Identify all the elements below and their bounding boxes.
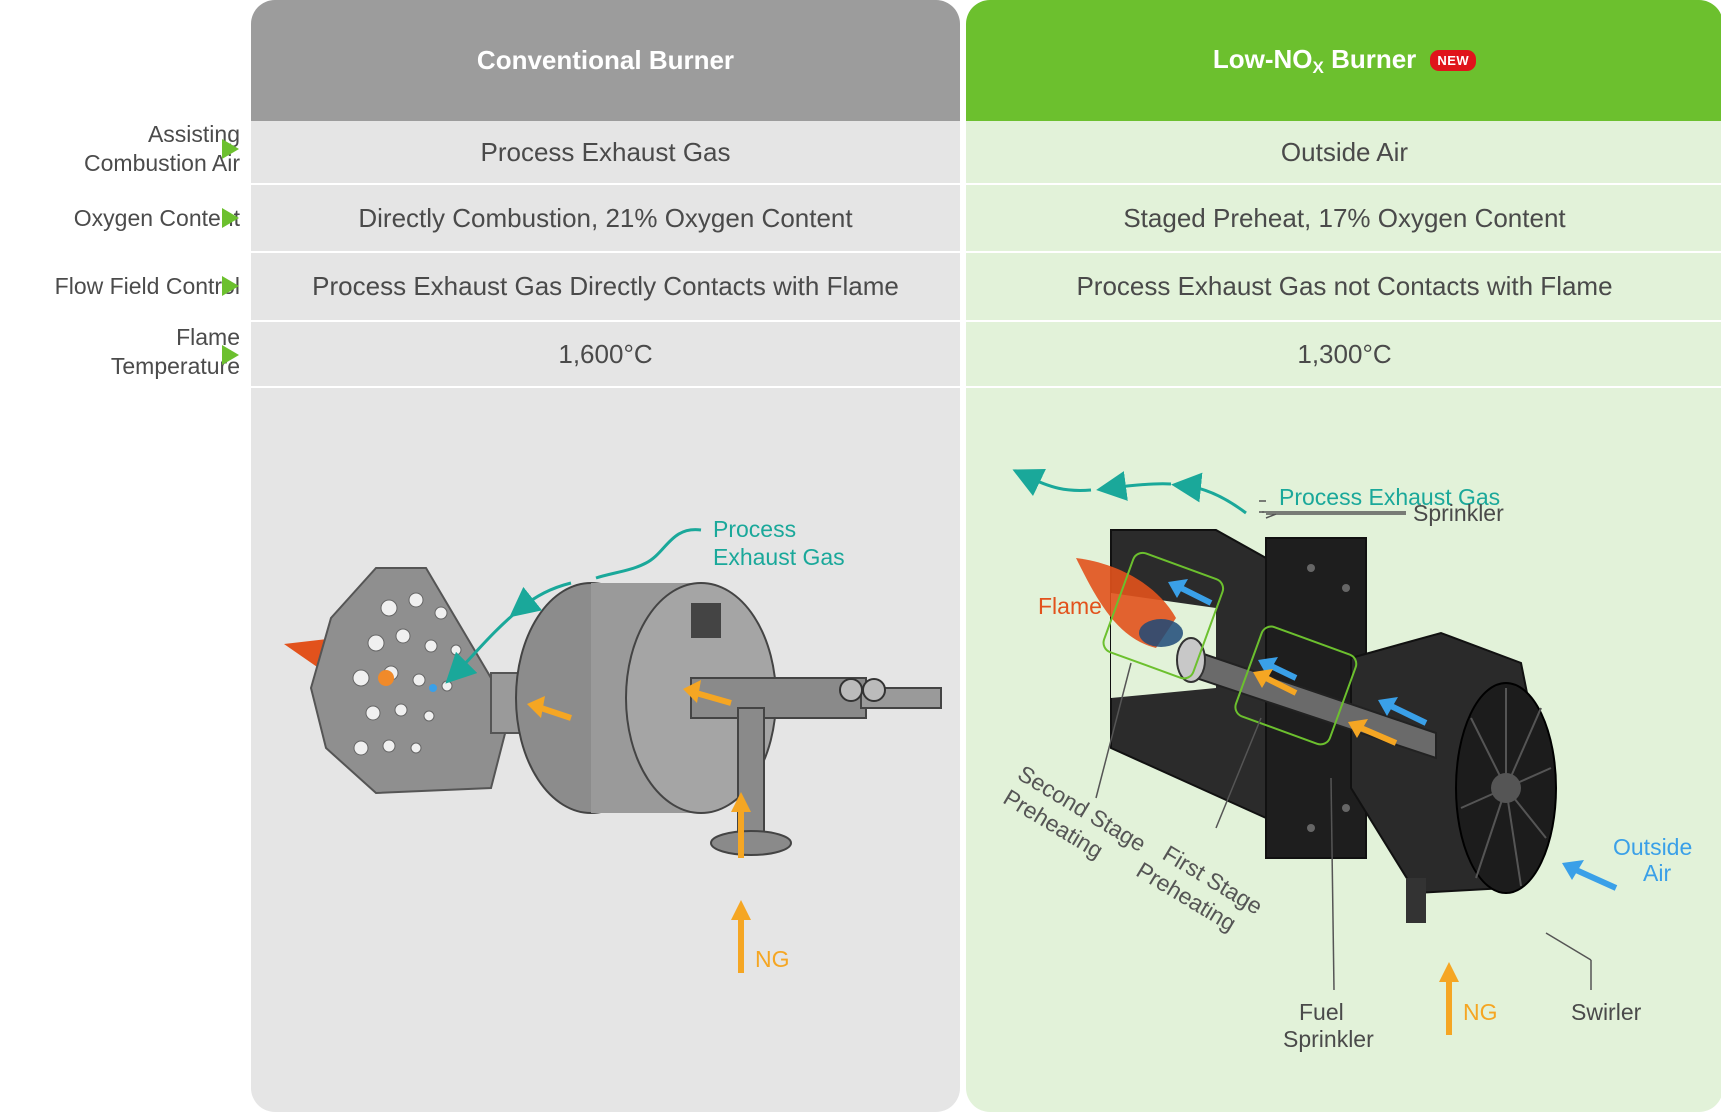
row-arrow-icon (222, 208, 239, 228)
row-label-oxygen: Oxygen Content (73, 204, 240, 231)
row-arrow-icon (222, 345, 239, 365)
conventional-burner-diagram: Process Exhaust Gas NG (284, 516, 942, 973)
row-arrow-icon (222, 276, 239, 296)
lownox-assisting-air: Outside Air (1280, 136, 1409, 167)
fuel-sprinkler-label-2: Sprinkler (1283, 1026, 1374, 1052)
fuel-sprinkler-label-1: Fuel (1299, 999, 1344, 1025)
lownox-flow-field: Process Exhaust Gas not Contacts with Fl… (1076, 271, 1613, 301)
second-stage-zone (1102, 551, 1225, 680)
lownox-flame-temp: 1,300°C (1297, 338, 1392, 369)
perforated-cone (309, 567, 511, 795)
exhaust-flow-arrow (521, 528, 702, 608)
low-nox-header: Low-NOX Burner NEW (966, 0, 1721, 121)
swirler-label: Swirler (1571, 999, 1642, 1025)
low-nox-title: Low-NOX Burner (1212, 43, 1417, 77)
conv-ng-label: NG (755, 946, 790, 972)
sprinkler-label: Sprinkler (1413, 500, 1504, 526)
conv-flame-temp: 1,600°C (558, 338, 653, 369)
lownox-oxygen: Staged Preheat, 17% Oxygen Content (1123, 202, 1566, 233)
first-stage-zone (1234, 625, 1358, 746)
conv-exhaust-label-1: Process (713, 516, 796, 542)
low-nox-burner-diagram: Process Exhaust Gas Flame (999, 468, 1692, 1052)
low-nox-burner-panel: Low-NOX Burner NEW Outside Air Staged Pr… (966, 0, 1721, 1112)
conv-assisting-air: Process Exhaust Gas (480, 136, 731, 167)
conventional-burner-panel: Conventional Burner Process Exhaust Gas … (251, 0, 960, 1112)
conventional-title: Conventional Burner (476, 45, 735, 75)
new-badge: NEW (1430, 50, 1477, 71)
conv-exhaust-label-2: Exhaust Gas (713, 544, 845, 570)
row-arrow-icon (222, 139, 239, 159)
outside-air-label-2: Air (1643, 860, 1671, 886)
lownox-exhaust-label: Process Exhaust Gas (1279, 484, 1500, 510)
lownox-flame-label: Flame (1038, 593, 1102, 619)
conv-flow-field: Process Exhaust Gas Directly Contacts wi… (312, 271, 899, 301)
outside-air-label-1: Outside (1613, 834, 1692, 860)
lownox-ng-label: NG (1463, 999, 1498, 1025)
conventional-header: Conventional Burner (251, 0, 960, 121)
conv-oxygen: Directly Combustion, 21% Oxygen Content (358, 202, 853, 233)
row-label-flow-field: Flow Field Control (54, 272, 240, 299)
